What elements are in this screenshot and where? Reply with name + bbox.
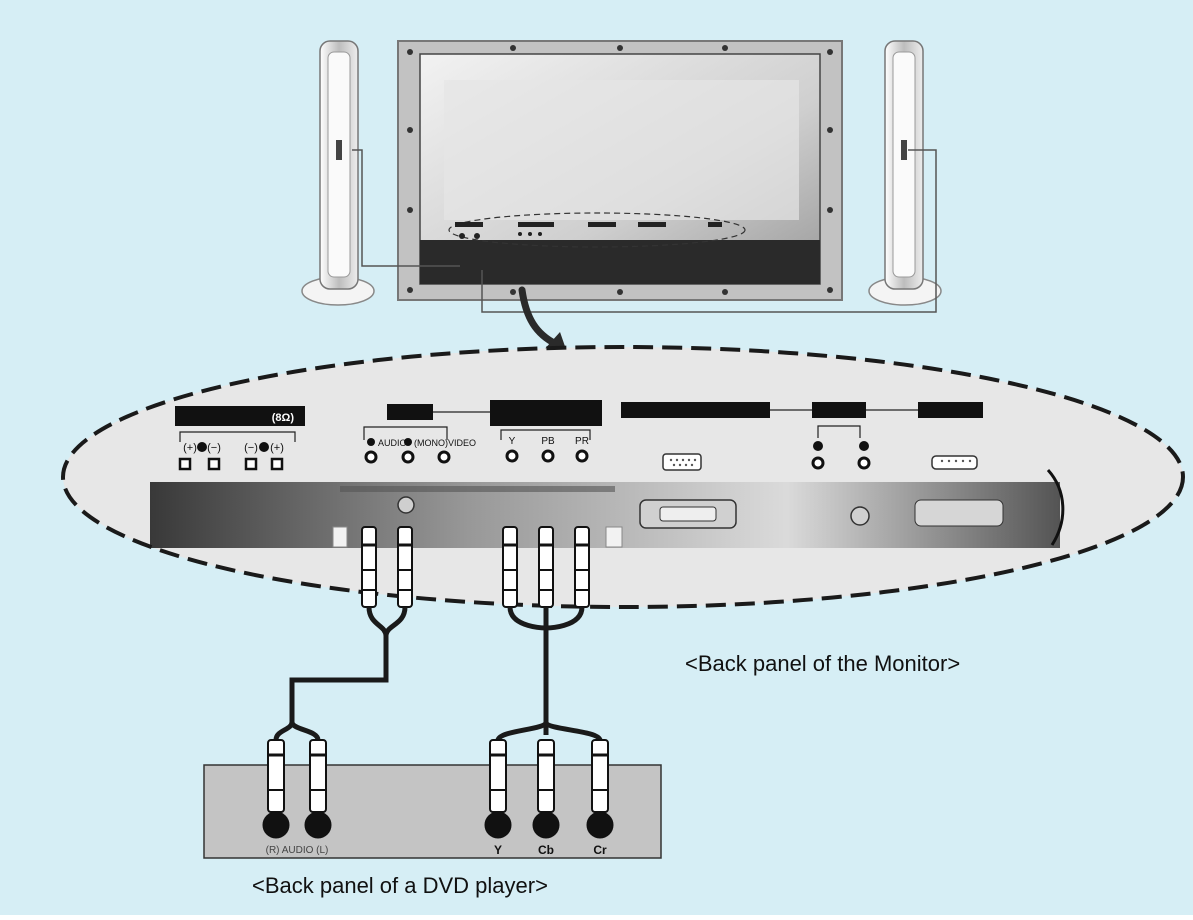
speaker-dot-left xyxy=(197,442,207,452)
strip-rgb-inner xyxy=(659,506,717,522)
strip-edge-curve xyxy=(1046,468,1065,546)
component-jacks xyxy=(505,449,589,463)
strip-audio-jack xyxy=(850,506,870,526)
monitor-bottom-strip xyxy=(420,240,820,284)
monitor-back-strip xyxy=(150,482,1060,548)
speaker-bracket xyxy=(179,431,296,442)
speaker-dot-right xyxy=(259,442,269,452)
dvd-y-label: Y xyxy=(494,843,502,857)
monitor-screws xyxy=(407,45,833,295)
strip-jack xyxy=(397,496,415,514)
speaker-wires xyxy=(352,149,937,313)
dvd-player-back-panel: (R) AUDIO (L) Y Cb Cr xyxy=(203,739,662,859)
monitor-mini-ports xyxy=(455,222,722,239)
left-speaker xyxy=(301,40,375,306)
pc-audio-dot-right xyxy=(859,441,869,451)
speaker-terminal-2: (−) xyxy=(207,442,221,454)
speaker-label-bar xyxy=(175,406,305,426)
right-speaker xyxy=(868,40,942,306)
speaker-label: (8Ω) xyxy=(272,412,295,424)
rs232-port-pins xyxy=(940,459,972,463)
component-pr-label: PR xyxy=(575,436,589,447)
speaker-terminal-4: (+) xyxy=(270,442,284,454)
strip-rs232-connector xyxy=(914,499,1004,527)
pc-audio-bracket xyxy=(817,425,861,438)
zoomed-back-panel: (8Ω) (+) (−) (−) (+) AUDIO (MONO)VIDEO Y… xyxy=(61,345,1185,609)
component-pb-label: PB xyxy=(541,436,555,447)
component-cable xyxy=(495,606,603,742)
pc-audio-dot-left xyxy=(813,441,823,451)
dvd-jacks xyxy=(262,811,614,839)
mono-video-label: (MONO)VIDEO xyxy=(414,438,476,448)
speaker-terminal-1: (+) xyxy=(183,442,197,454)
audio-label: AUDIO xyxy=(378,438,407,448)
component-bracket xyxy=(500,429,591,440)
av-bracket xyxy=(363,426,448,440)
strip-clip-right xyxy=(605,526,623,548)
video-dot xyxy=(404,438,412,446)
pc-audio-label-bar xyxy=(812,402,866,418)
av-label-bar xyxy=(387,404,433,420)
strip-connector-row xyxy=(340,486,615,492)
dvd-audio-label: (R) AUDIO (L) xyxy=(266,845,329,856)
component-y-label: Y xyxy=(509,436,516,447)
monitor-illustration xyxy=(301,40,942,355)
av-jacks xyxy=(364,450,451,464)
audio-cable xyxy=(273,606,408,741)
component-label-bar xyxy=(490,400,602,426)
rs232-label-bar xyxy=(918,402,983,418)
zoom-ellipse xyxy=(61,345,1185,609)
rs232-port xyxy=(931,455,978,470)
dvd-cr-label: Cr xyxy=(593,843,607,857)
zoom-arrow xyxy=(518,286,560,348)
monitor-connector-area-outline xyxy=(448,212,746,248)
rgb-port-pins xyxy=(669,458,697,467)
dvd-cb-label: Cb xyxy=(538,843,554,857)
rgb-port xyxy=(662,453,702,471)
strip-clip-left xyxy=(332,526,348,548)
monitor-component-plugs xyxy=(502,526,590,608)
monitor-screen-glare xyxy=(444,80,799,220)
rgb-label-bar xyxy=(621,402,770,418)
dvd-back-panel-caption: <Back panel of a DVD player> xyxy=(252,873,548,898)
audio-dot xyxy=(367,438,375,446)
pc-audio-jacks xyxy=(811,456,871,470)
dvd-plugs xyxy=(267,739,609,813)
speaker-terminal-squares xyxy=(178,457,284,471)
speaker-terminal-3: (−) xyxy=(244,442,258,454)
monitor-back-panel-caption: <Back panel of the Monitor> xyxy=(685,651,960,676)
